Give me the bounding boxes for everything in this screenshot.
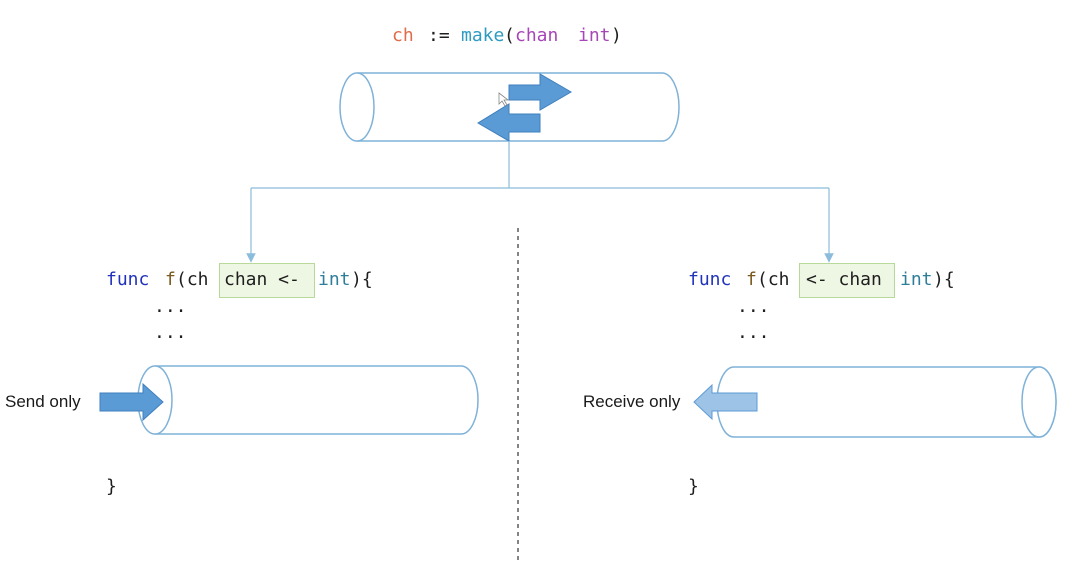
receive-only-pipe [716,366,1057,438]
receive-only-label: Receive only [583,392,681,411]
receive-only-type: <- chan [806,269,882,290]
chan-keyword: chan [515,25,559,46]
send-only-type: chan <- [224,269,300,290]
send-only-label: Send only [5,392,81,411]
paren-close: ) [611,25,622,46]
func-name: f [746,269,757,290]
body-ellipsis-1: ... [154,296,187,317]
mouse-cursor-icon [498,92,510,107]
closing-brace: } [106,476,117,497]
closing-brace: } [688,476,699,497]
elem-type: int [900,269,933,290]
top-left-arrow [477,103,541,142]
int-type: int [578,25,611,46]
param-open: (ch [176,269,209,290]
func-name: f [165,269,176,290]
assign-operator: := [428,25,450,46]
param-close: ){ [933,269,955,290]
body-ellipsis-1: ... [737,296,770,317]
make-func: make [461,25,505,46]
top-channel-pipe [339,72,680,142]
body-ellipsis-2: ... [737,322,770,343]
param-open: (ch [757,269,790,290]
send-direction-highlight [219,263,315,298]
elem-type: int [318,269,351,290]
top-right-arrow [508,73,572,111]
send-only-pipe [137,365,479,435]
connector-lines [246,141,834,263]
send-arrow [99,382,164,422]
func-keyword: func [106,269,150,290]
param-close: ){ [351,269,373,290]
receive-arrow [693,383,758,421]
func-keyword: func [688,269,732,290]
var-ch: ch [392,25,414,46]
receive-direction-highlight [799,263,895,298]
paren-open: ( [504,25,515,46]
body-ellipsis-2: ... [154,322,187,343]
